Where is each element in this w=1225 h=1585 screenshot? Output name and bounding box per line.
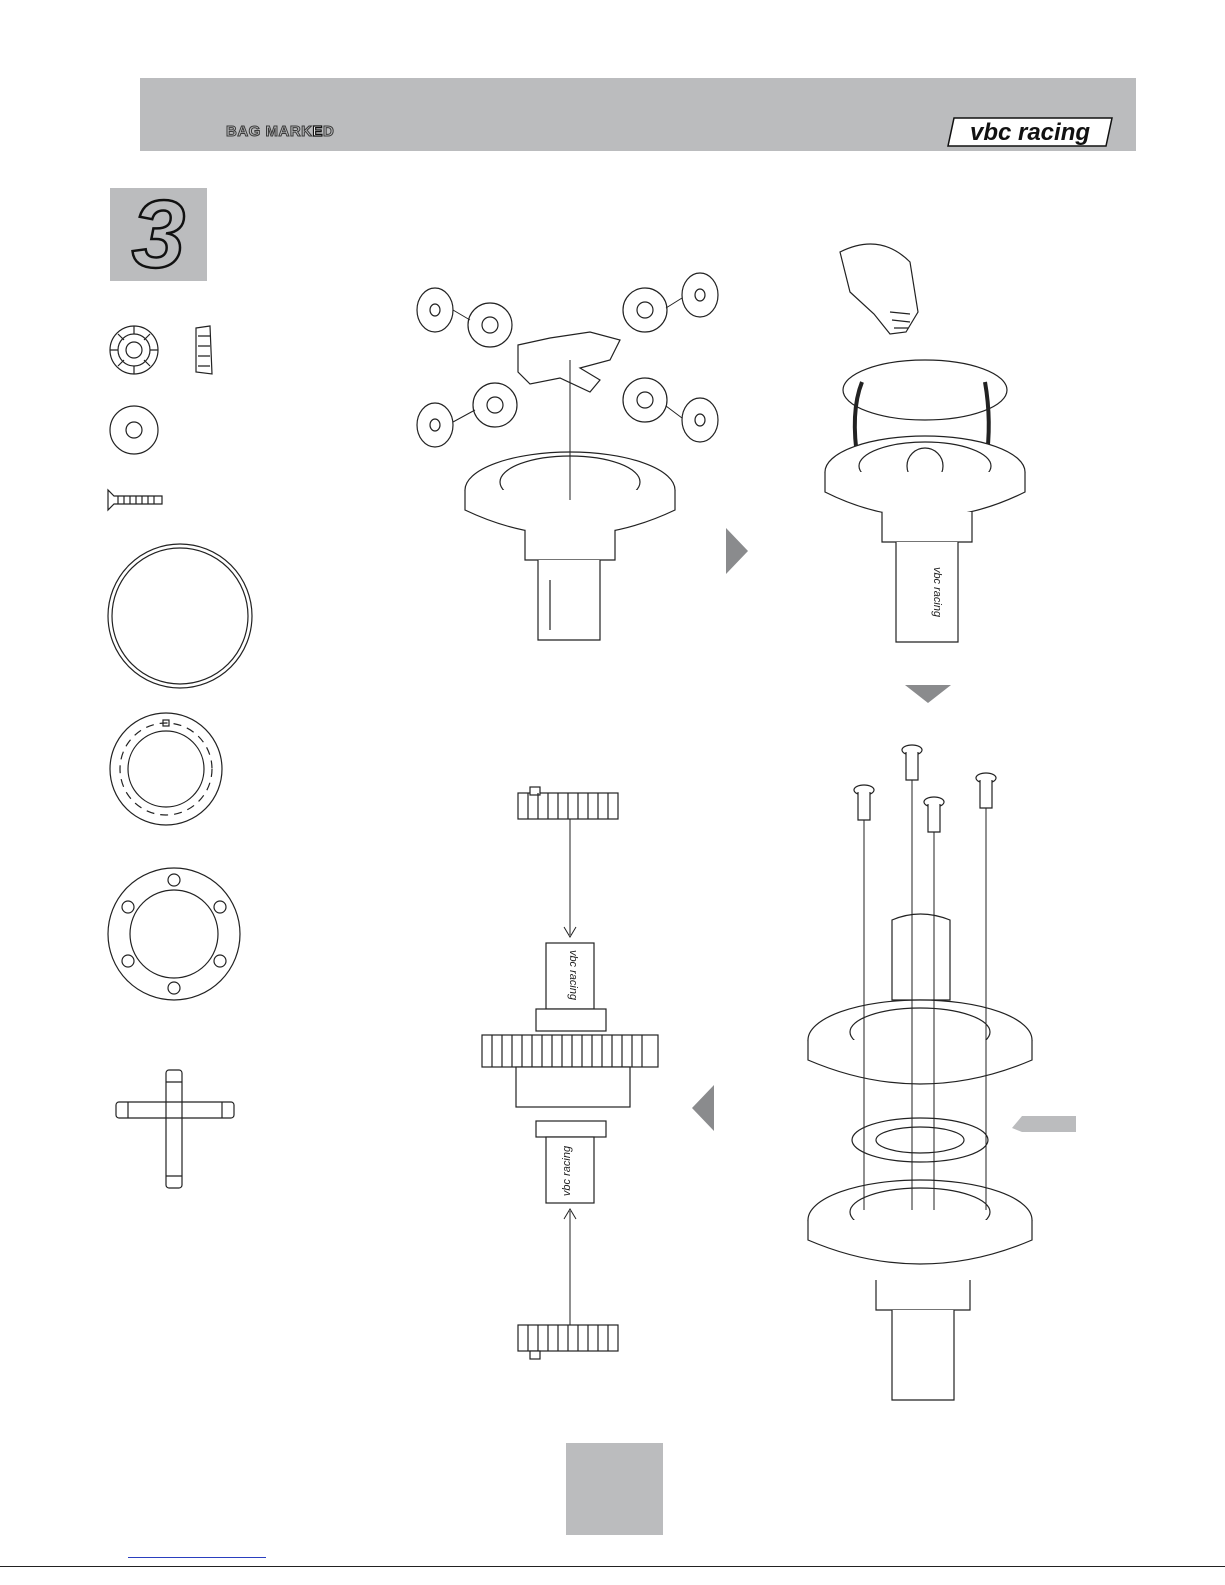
- washer-part-icon: [110, 406, 158, 454]
- assembly-step-d-diagram: vbc racing vbc racing: [470, 785, 670, 1385]
- oil-bottle-illustration: [840, 244, 918, 334]
- next-left-icon: [692, 1085, 714, 1131]
- step-number: 3: [110, 180, 207, 290]
- svg-text:vbc racing: vbc racing: [970, 119, 1090, 146]
- bevel-gear-side-part-icon: [196, 326, 212, 374]
- screw-part-icon: [108, 490, 162, 510]
- o-ring-illustration: [843, 360, 1007, 420]
- parts-list: [100, 320, 270, 1200]
- gear-ring-illustration: [518, 787, 618, 819]
- cross-pin-illustration: [518, 332, 620, 392]
- next-right-icon: [726, 528, 748, 574]
- gear-ring-illustration: [518, 1325, 618, 1359]
- shaft-brand-label: vbc racing: [931, 567, 943, 618]
- vbc-racing-logo: vbc racing: [946, 112, 1118, 152]
- bevel-gear-part-icon: [110, 326, 158, 374]
- footer-link-underline: [128, 1557, 266, 1558]
- step-number-box: 3: [110, 188, 207, 281]
- callout-tab: [1012, 1116, 1076, 1132]
- assembly-step-b-diagram: vbc racing: [810, 222, 1040, 672]
- cross-shaft-part-icon: [116, 1070, 234, 1188]
- shaft-brand-label: vbc racing: [561, 1145, 573, 1196]
- diff-case-illustration: [516, 1067, 630, 1107]
- bag-marker: BAG MARKED: [226, 123, 334, 140]
- o-ring-part-icon: [108, 544, 252, 688]
- screw-illustration: [924, 797, 944, 832]
- gear-ring-part-icon: [110, 713, 222, 825]
- screw-illustration: [902, 745, 922, 780]
- screw-illustration: [976, 773, 996, 808]
- shaft-brand-label: vbc racing: [567, 950, 579, 1001]
- next-down-icon: [905, 685, 951, 703]
- screw-illustration: [854, 785, 874, 820]
- page-number-box: [566, 1443, 663, 1535]
- outdrive-illustration: [892, 914, 950, 1000]
- assembly-step-c-diagram: [800, 740, 1100, 1410]
- assembly-step-a-diagram: [400, 260, 740, 660]
- gasket-part-icon: [108, 868, 240, 1000]
- header-band: BAG MARKED vbc racing: [140, 78, 1136, 151]
- footer-rule: [0, 1566, 1225, 1567]
